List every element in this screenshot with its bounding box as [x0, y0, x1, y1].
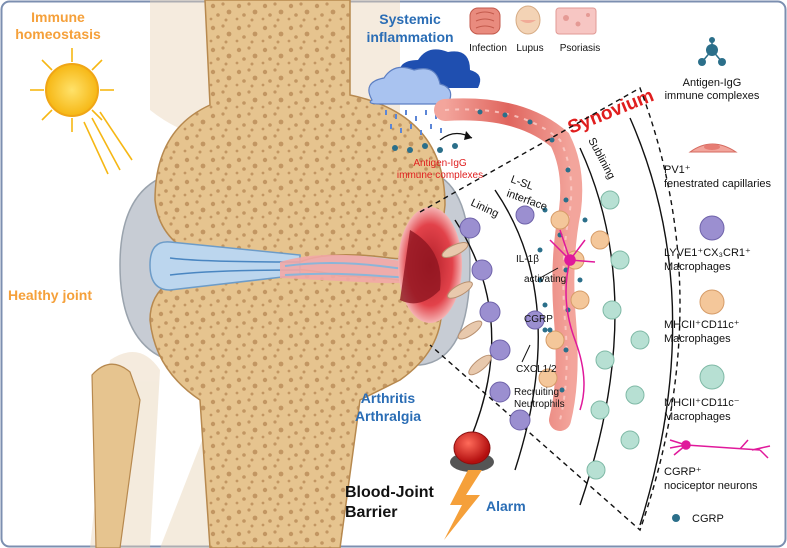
macrophage-purple-icon	[699, 215, 725, 241]
purple-macrophages	[459, 205, 545, 431]
legend-label: MHCII⁺CD11c⁻	[664, 397, 740, 409]
vessel-immune-complexes	[477, 109, 588, 393]
sun-icon	[30, 48, 133, 175]
macrophage-peach-icon	[699, 289, 725, 315]
legend-label: CGRP⁺	[664, 466, 702, 478]
legend-item-purple-macrophage: LYVE1⁺CX₃CR1⁺ Macrophages	[664, 215, 751, 273]
legend-label: Antigen-IgG	[683, 77, 742, 89]
legend-label: MHCII⁺CD11c⁺	[664, 319, 740, 331]
il1b-label: IL-1β	[516, 254, 539, 265]
nociceptor-neuron	[549, 229, 596, 411]
recruiting-label-2: Neutrophils	[514, 399, 565, 410]
legend-label: PV1⁺	[664, 164, 691, 176]
capillary-icon	[688, 143, 738, 153]
peach-macrophages	[538, 210, 610, 388]
alarm-button-icon	[450, 431, 494, 472]
recruiting-label: Recruiting	[514, 387, 559, 398]
healthy-joint-label: Healthy joint	[8, 287, 92, 303]
legend-label: LYVE1⁺CX₃CR1⁺	[664, 247, 751, 259]
legend-label: Macrophages	[664, 333, 731, 345]
activating-label: activating	[524, 274, 566, 285]
legend-label: CGRP	[692, 513, 724, 525]
intestine-icon	[469, 7, 501, 35]
legend-item-cgrp: CGRP	[672, 513, 724, 525]
arthralgia-label: Arthralgia	[355, 408, 421, 424]
psoriasis-label: Psoriasis	[560, 43, 601, 54]
legend-item-immune-complex: Antigen-IgG immune complexes	[665, 37, 760, 102]
outer-boundary	[629, 117, 674, 526]
arthritis-label: Arthritis	[361, 390, 416, 406]
immune-homeostasis-label: Immune	[31, 9, 85, 25]
blood-joint-barrier-label: Blood-Joint	[345, 484, 435, 501]
systemic-inflammation-label-2: inflammation	[366, 29, 453, 45]
lining-fibroblasts	[441, 242, 492, 376]
legend-label: Macrophages	[664, 411, 731, 423]
legend-item-neuron: CGRP⁺ nociceptor neurons	[664, 439, 771, 492]
cgrp-dots	[537, 277, 553, 333]
infection-label: Infection	[469, 43, 507, 54]
cgrp-inline-label: CGRP	[524, 314, 553, 325]
legend-label: Macrophages	[664, 261, 731, 273]
legend-item-peach-macrophage: MHCII⁺CD11c⁺ Macrophages	[664, 289, 740, 345]
legend-label: fenestrated capillaries	[664, 178, 772, 190]
systemic-inflammation-label: Systemic	[379, 11, 441, 27]
legend-item-capillary: PV1⁺ fenestrated capillaries	[664, 143, 772, 190]
immune-complex-cluster	[392, 143, 458, 153]
legend-label: immune complexes	[665, 90, 760, 102]
lupus-label: Lupus	[516, 43, 543, 54]
antigen-igg-red-label-2: immune complexes	[397, 170, 483, 181]
legend: Antigen-IgG immune complexes PV1⁺ fenest…	[664, 37, 772, 525]
immune-complex-icon	[698, 37, 726, 66]
psoriasis-skin-icon	[555, 7, 597, 35]
lupus-face-icon	[515, 5, 541, 35]
storm-cloud-icon	[368, 49, 481, 135]
alarm-label: Alarm	[486, 498, 526, 514]
fibula-bone	[91, 363, 141, 548]
immune-homeostasis-label-2: homeostasis	[15, 26, 101, 42]
cxcl-label: CXCL1/2	[516, 364, 557, 375]
macrophage-teal-icon	[699, 364, 725, 390]
antigen-igg-red-label: Antigen-IgG	[413, 158, 467, 169]
neuron-icon	[669, 439, 771, 459]
lining-boundary	[454, 219, 493, 441]
blood-joint-barrier-label-2: Barrier	[345, 504, 397, 521]
legend-label: nociceptor neurons	[664, 480, 758, 492]
teal-macrophages	[586, 190, 650, 480]
legend-item-teal-macrophage: MHCII⁺CD11c⁻ Macrophages	[664, 364, 740, 423]
lightning-icon	[444, 470, 482, 540]
zoom-region-outline	[419, 86, 681, 532]
cgrp-dot-icon	[672, 514, 680, 522]
